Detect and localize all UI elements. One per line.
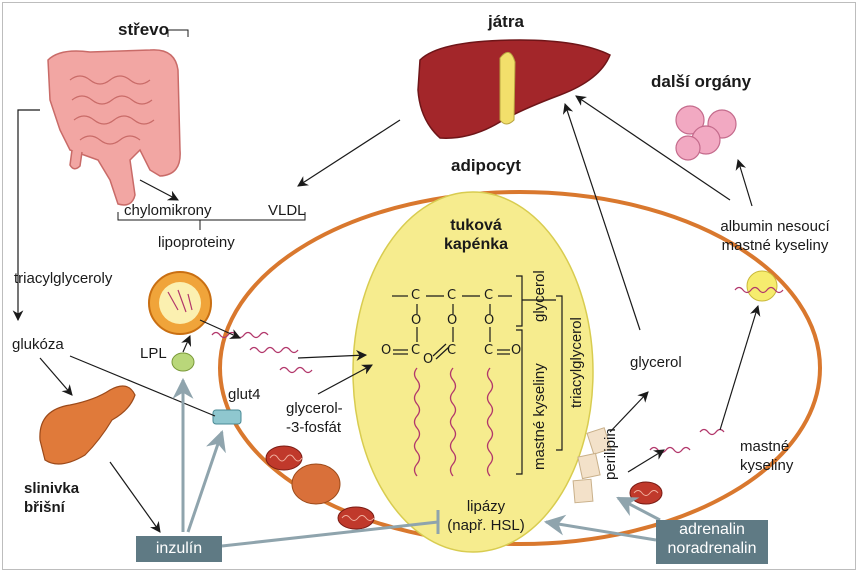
carbonyl-oxygen-3: O [511, 343, 522, 358]
nucleus [291, 463, 341, 505]
lipid-droplet-label-line2: kapénka [443, 236, 509, 253]
adrenalin-label: adrenalin [679, 521, 745, 538]
albumin-label-line2: mastné kyseliny [721, 237, 829, 254]
albumin-particle [734, 270, 784, 302]
carbonyl-carbon-3: C [484, 343, 494, 358]
adrenalin-arrow-perilipin [616, 496, 661, 522]
triacylglycerol-chains [413, 367, 494, 477]
noradrenalin-label: noradrenalin [667, 540, 757, 558]
arrow-glucose-glut4 [69, 355, 216, 417]
glut4-transporter [212, 409, 242, 425]
lipoprotein-bracket [117, 29, 306, 230]
adrenalin-arrow-lipase [543, 514, 657, 542]
fatty-acids-bracket-label: mastné kyseliny [531, 363, 548, 470]
other-organ-cells [675, 105, 737, 161]
triacylglycerol-bracket-label: triacylglycerol [568, 317, 585, 408]
lipid-droplet [352, 191, 594, 553]
glycerol-3-phosphate-label-line1: glycerol- [286, 400, 343, 417]
carbon-3: C [484, 288, 494, 303]
intestine-label: střevo [118, 20, 170, 39]
insulin-inhibit-lipase [221, 520, 439, 548]
arrow-glucose-pancreas [39, 357, 73, 396]
intestine [47, 49, 181, 206]
liver [417, 39, 611, 139]
adrenalin-box: adrenalin noradrenalin [656, 520, 768, 564]
arrow-fa-to-albumin [719, 304, 761, 431]
arrow-lpl-lipoprotein [181, 335, 192, 353]
other-organs-label: další orgány [651, 72, 752, 91]
arrow-albumin-to-liver [575, 95, 731, 201]
glycerol-backbone [392, 295, 512, 360]
insulin-arrow-glut4 [186, 430, 226, 533]
arrow-fa-release [627, 449, 665, 473]
arrow-liver-vldl [297, 119, 401, 187]
arrow-pancreas-insulin [109, 461, 161, 533]
triacylglycerols-label: triacylglyceroly [14, 270, 113, 287]
pancreas-label-line2: břišní [24, 499, 65, 516]
carbon-2: C [447, 288, 457, 303]
glucose-label: glukóza [12, 336, 64, 353]
arrow-intestine-chylomicrons [139, 179, 179, 201]
carbonyl-oxygen-1: O [381, 343, 392, 358]
glycerol-label: glycerol [630, 354, 682, 371]
vldl-label: VLDL [268, 202, 306, 219]
adipocyte-label: adipocyt [451, 156, 521, 175]
lipid-droplet-label-line1: tuková [450, 217, 502, 234]
liver-label: játra [488, 12, 524, 31]
oxygen-3: O [484, 313, 495, 328]
arrow-albumin-to-organs [735, 158, 753, 207]
carbonyl-carbon-1: C [411, 343, 421, 358]
insulin-box: inzulín [136, 536, 222, 562]
carbon-1: C [411, 288, 421, 303]
oxygen-2: O [447, 313, 458, 328]
fatty-acids-label-line1: mastné [740, 438, 790, 455]
glut4-label: glut4 [228, 386, 261, 403]
oxygen-1: O [411, 313, 422, 328]
lipoprotein-particle [148, 271, 212, 335]
lipases-label-line2: (např. HSL) [447, 517, 525, 534]
pancreas-label-line1: slinivka [24, 480, 80, 497]
arrow-tag-release [199, 319, 241, 339]
carbonyl-oxygen-2: O [423, 352, 434, 367]
arrow-lipolysis-glycerol [609, 391, 649, 433]
lipoproteins-label: lipoproteiny [158, 234, 235, 251]
lpl-enzyme [171, 352, 195, 372]
arrow-glycerol-to-liver [562, 102, 641, 331]
fatty-acids-label-line2: kyseliny [740, 457, 794, 474]
albumin-label-line1: albumin nesoucí [720, 218, 830, 235]
arrow-g3p-to-droplet [317, 364, 373, 395]
arrow-fa-to-droplet [297, 350, 368, 361]
arrow-intestine-glucose [12, 109, 40, 322]
glycerol-3-phosphate-label-line2: -3-fosfát [286, 419, 342, 436]
perilipin-label: perilipin [602, 428, 619, 480]
pancreas [39, 385, 136, 465]
lipases-label-line1: lipázy [466, 498, 506, 515]
chylomicrons-label: chylomikrony [124, 202, 212, 219]
structure-brackets [516, 275, 563, 475]
lpl-label: LPL [140, 345, 167, 362]
glycerol-bracket-label: glycerol [531, 270, 548, 322]
perilipin-blocks [572, 427, 612, 504]
carbonyl-carbon-2: C [447, 343, 457, 358]
